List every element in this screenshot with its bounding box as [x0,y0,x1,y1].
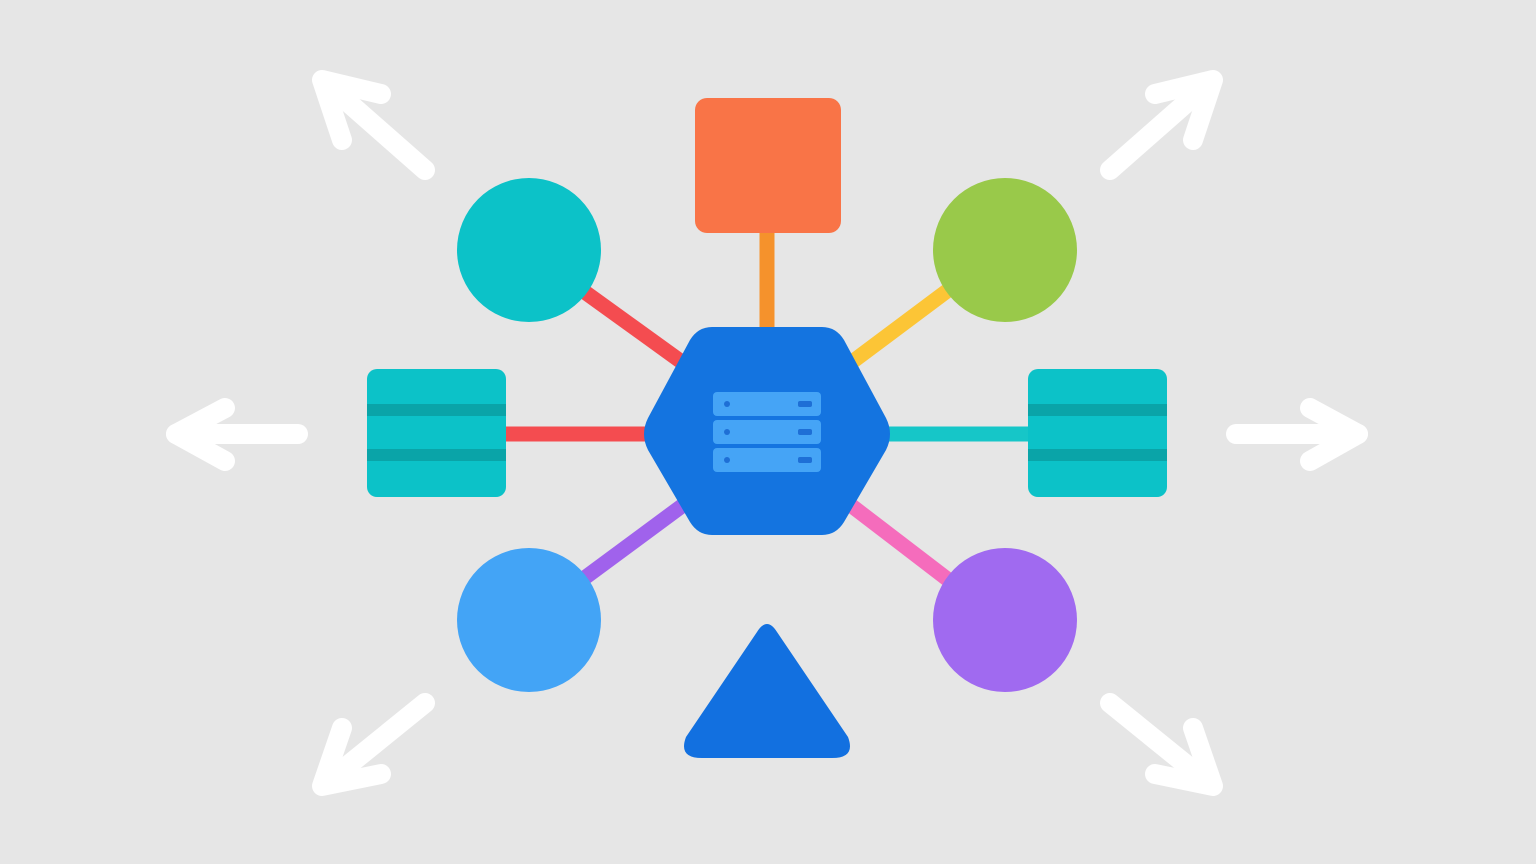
rack-slot-3-led [798,457,812,463]
right-rack-band-bottom [1028,449,1167,461]
node-bottom-left-circle [457,548,601,692]
server-rack-icon [713,392,821,472]
arrow-left-icon [166,398,308,471]
arrow-up-left-icon [312,70,435,180]
node-top-right-circle [933,178,1077,322]
edge-hub-bottom-left-circle [570,493,695,592]
node-left-rack [367,369,506,497]
left-rack-band-bottom [367,449,506,461]
rack-slot-2-led [798,429,812,435]
edge-hub-bottom-right-circle [839,494,960,591]
node-top-left-circle [457,178,601,322]
edge-hub-top-right-circle [839,278,960,375]
edge-hub-top-left-circle [570,278,695,375]
arrow-down-right-icon [1100,693,1223,796]
rack-slot-2-dot [724,429,730,435]
node-top-square [695,98,841,233]
rack-slot-3-dot [724,457,730,463]
node-bottom-right-circle [933,548,1077,692]
right-rack-body [1028,369,1167,497]
rack-slot-1 [713,392,821,416]
left-rack-body [367,369,506,497]
right-rack-band-top [1028,404,1167,416]
arrow-down-left-icon [312,693,435,796]
rack-slot-1-led [798,401,812,407]
left-rack-band-top [367,404,506,416]
rack-slot-1-dot [724,401,730,407]
rack-slot-3 [713,448,821,472]
connector-lines [498,225,1035,592]
outward-arrows [166,70,1368,796]
arrow-right-icon [1226,398,1368,471]
hub-node [644,327,890,535]
arrow-up-right-icon [1100,70,1223,180]
node-right-rack [1028,369,1167,497]
node-bottom-triangle [684,624,850,758]
rack-slot-2 [713,420,821,444]
